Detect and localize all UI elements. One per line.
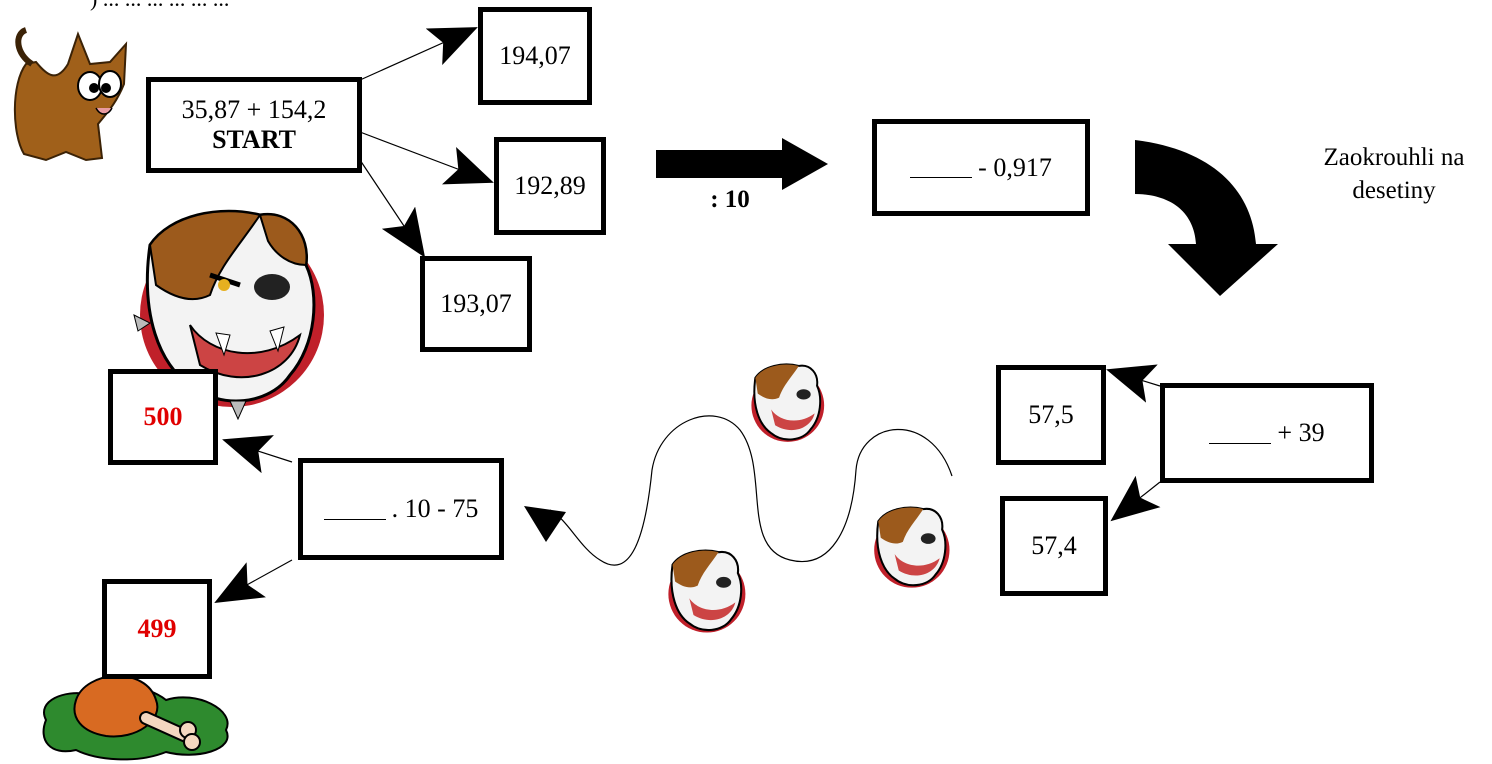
option-value: 57,4 bbox=[1031, 531, 1077, 561]
multiply-expression: . 10 - 75 bbox=[391, 494, 479, 524]
subtract-box: - 0,917 bbox=[872, 119, 1090, 216]
round-label-line2: desetiny bbox=[1352, 176, 1436, 204]
result-box-499: 499 bbox=[102, 579, 212, 679]
divide-label: : 10 bbox=[710, 186, 750, 213]
rounded-option-575: 57,5 bbox=[996, 365, 1106, 465]
option-value: 192,89 bbox=[514, 171, 586, 201]
answer-blank bbox=[910, 157, 973, 178]
answer-blank bbox=[323, 499, 386, 520]
wavy-path bbox=[549, 415, 953, 566]
arrow-start-to-193 bbox=[359, 159, 426, 258]
bulldog-icon bbox=[133, 209, 324, 420]
start-label: START bbox=[212, 125, 296, 154]
arrow-start-to-194 bbox=[359, 27, 478, 81]
result-value: 500 bbox=[143, 402, 183, 432]
arrow-start-to-192 bbox=[359, 131, 494, 185]
start-box: 35,87 + 154,2 START bbox=[146, 77, 362, 173]
answer-blank bbox=[1209, 423, 1272, 444]
small-bulldog-icon bbox=[668, 549, 746, 633]
option-value: 57,5 bbox=[1028, 400, 1074, 430]
rounded-option-574: 57,4 bbox=[1000, 496, 1108, 596]
divide-arrow bbox=[656, 138, 828, 190]
option-box-192: 192,89 bbox=[494, 137, 606, 235]
option-box-193: 193,07 bbox=[420, 256, 532, 352]
option-box-194: 194,07 bbox=[478, 7, 592, 105]
subtract-expression: - 0,917 bbox=[978, 152, 1052, 182]
round-curved-arrow bbox=[1135, 140, 1278, 296]
result-value: 499 bbox=[137, 614, 177, 644]
wavy-arrowhead bbox=[524, 506, 566, 542]
cat-icon bbox=[13, 27, 128, 162]
arrow-add-to-574 bbox=[1110, 475, 1161, 522]
arrow-multiply-to-499 bbox=[214, 559, 293, 603]
add-box: + 39 bbox=[1160, 383, 1374, 483]
small-bulldog-icon bbox=[751, 363, 825, 442]
instruction-fragment: ) ... ... ... ... ... ... bbox=[90, 0, 229, 12]
round-label-line1: Zaokrouhli na bbox=[1323, 144, 1465, 171]
start-expression: 35,87 + 154,2 bbox=[181, 95, 327, 125]
round-instruction: Zaokrouhli na desetiny bbox=[1296, 142, 1492, 207]
option-value: 194,07 bbox=[499, 41, 571, 71]
small-bulldog-icon bbox=[874, 506, 950, 588]
result-box-500: 500 bbox=[108, 369, 218, 465]
arrow-add-to-575 bbox=[1106, 364, 1161, 403]
arrow-multiply-to-500 bbox=[222, 435, 293, 474]
add-expression: + 39 bbox=[1277, 418, 1325, 448]
chicken-leg-icon bbox=[42, 675, 229, 761]
option-value: 193,07 bbox=[440, 289, 512, 319]
multiply-box: . 10 - 75 bbox=[298, 458, 504, 560]
